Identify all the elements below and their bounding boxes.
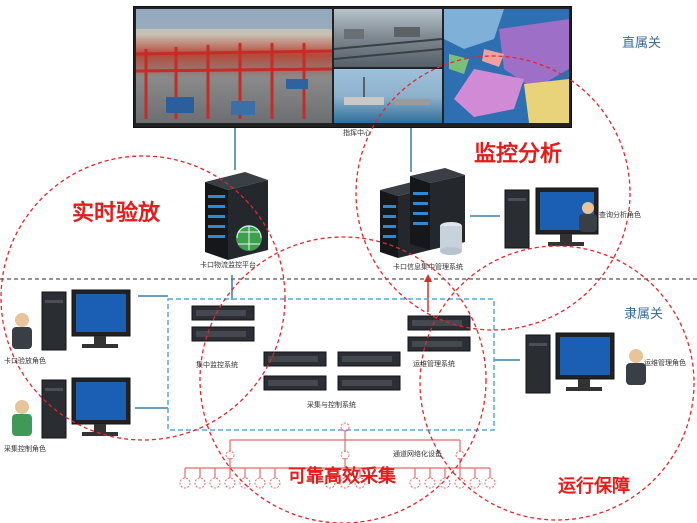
highlight-monitor-analysis: 监控分析 (474, 142, 563, 167)
highlight-circles (0, 55, 695, 523)
network-nodes (179, 422, 496, 489)
gate-workstation-icon (12, 289, 131, 351)
port-photo-left (136, 9, 332, 123)
central-monitor-label: 集中监控系统 (196, 362, 238, 369)
query-role-label: 查询分析角色 (599, 212, 641, 219)
ops-servers-icon (407, 315, 471, 352)
port-photo-harbor-art (344, 77, 430, 105)
info-server-icon (380, 168, 465, 258)
gate-role-label: 卡口验放角色 (4, 358, 46, 365)
port-photo-harbor (334, 69, 442, 123)
command-center-label: 指挥中心 (343, 130, 371, 137)
collect-control-label: 采集与控制系统 (307, 402, 356, 409)
info-system-label: 卡口信息集中管理系统 (393, 264, 463, 271)
port-map (444, 9, 569, 123)
circle-monitor-analysis (355, 55, 631, 331)
collect-workstation-icon (12, 377, 131, 439)
network-devices-label: 通道网络化设备 (393, 451, 442, 458)
arrow-head (424, 274, 432, 282)
zone-direct-label: 直属关 (622, 36, 662, 51)
video-wall (133, 6, 572, 128)
circle-operation-support (419, 245, 695, 521)
collect-servers-icon (263, 351, 401, 391)
port-photo-top (334, 9, 442, 67)
port-photo-top-art (334, 27, 442, 60)
circle-realtime-release (0, 155, 286, 441)
logistics-platform-label: 卡口物流监控平台 (200, 262, 256, 269)
highlight-operation-support: 运行保障 (558, 476, 630, 497)
collect-role-label: 采集控制角色 (4, 446, 46, 453)
highlight-realtime-release: 实时验放 (72, 201, 161, 226)
query-workstation-icon (504, 187, 599, 249)
circle-reliable-collection (199, 236, 487, 523)
port-photo-left-art (136, 9, 332, 119)
ops-system-label: 运维管理系统 (413, 361, 455, 368)
ops-role-label: 运维管理角色 (644, 360, 686, 367)
platform-server-icon (205, 172, 268, 260)
port-map-art (444, 9, 569, 123)
network-tree (184, 430, 491, 478)
central-monitor-servers-icon (191, 305, 255, 342)
ops-workstation-icon (525, 332, 646, 394)
highlight-reliable-collection: 可靠高效采集 (288, 466, 396, 487)
zone-subordinate-label: 隶属关 (624, 307, 664, 322)
device-area-box (167, 298, 495, 431)
